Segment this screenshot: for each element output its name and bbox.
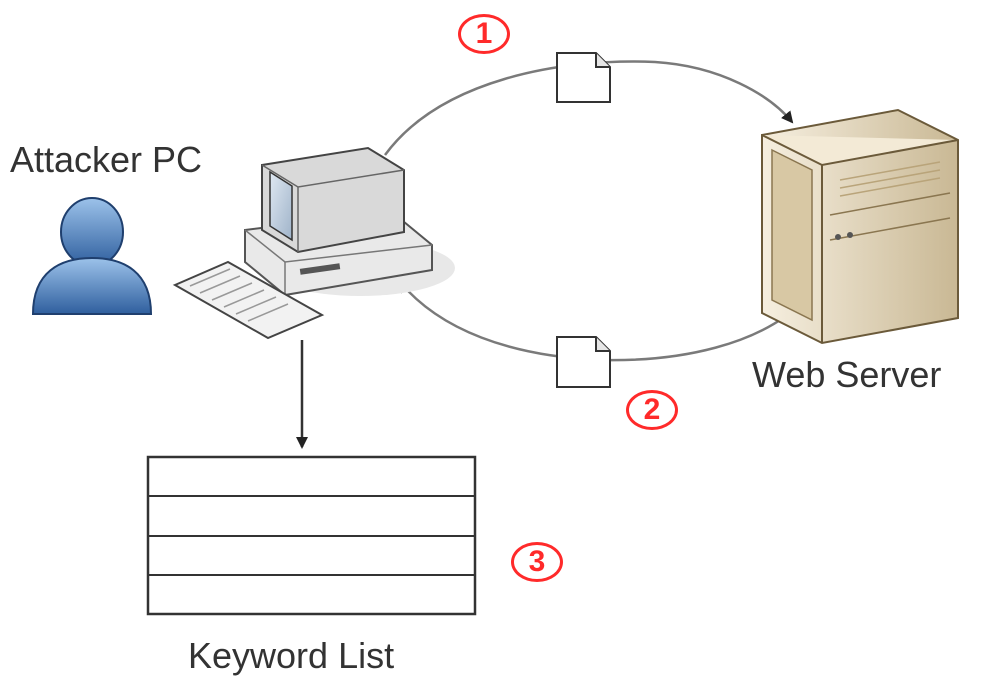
step-3-badge: 3 <box>511 542 563 582</box>
server-icon <box>761 108 959 345</box>
step-1-badge: 1 <box>458 14 510 54</box>
step-2-badge: 2 <box>626 390 678 430</box>
computer-icon <box>172 146 455 340</box>
request-arc <box>383 60 794 156</box>
document-icon <box>556 336 611 388</box>
web-server-label: Web Server <box>752 354 942 395</box>
keyword-list-table <box>146 455 477 616</box>
document-icon <box>556 52 611 103</box>
user-icon <box>31 197 153 315</box>
attacker-pc-label: Attacker PC <box>10 139 203 180</box>
keyword-list-label: Keyword List <box>188 635 395 676</box>
